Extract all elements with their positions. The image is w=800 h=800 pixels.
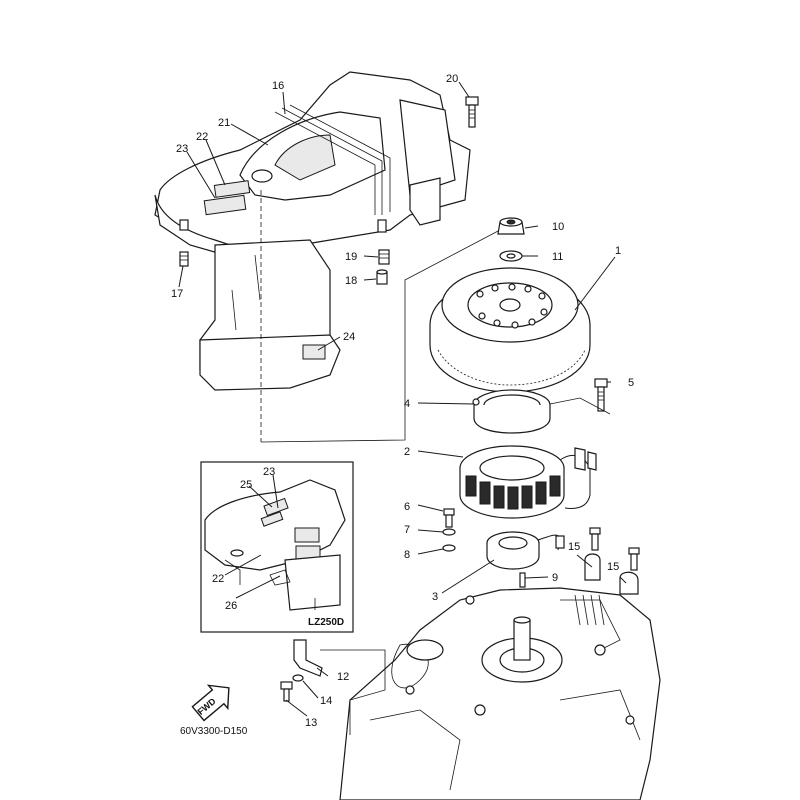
callout-17: 17 — [171, 288, 183, 300]
inset-model-label: LZ250D — [308, 617, 344, 628]
callout-23: 23 — [176, 143, 188, 155]
grommet-17 — [179, 251, 189, 267]
clamp-15a — [584, 527, 601, 581]
callout-13: 13 — [305, 717, 317, 729]
callout-24: 24 — [343, 331, 355, 343]
bolt-20 — [465, 96, 479, 128]
grommet-19 — [378, 249, 390, 265]
nut-10 — [497, 217, 525, 235]
callout-25: 25 — [240, 479, 252, 491]
callout-inset-23: 23 — [263, 466, 275, 478]
clamp-15b — [619, 547, 640, 595]
callout-8: 8 — [404, 549, 410, 561]
callout-1: 1 — [615, 245, 621, 257]
callout-10: 10 — [552, 221, 564, 233]
callout-2: 2 — [404, 446, 410, 458]
callout-14: 14 — [320, 695, 332, 707]
callout-9: 9 — [552, 572, 558, 584]
bolt-13 — [280, 681, 293, 702]
fwd-arrow-icon: FWD — [191, 684, 230, 722]
callout-20: 20 — [446, 73, 458, 85]
bracket-12 — [293, 639, 323, 677]
callout-6: 6 — [404, 501, 410, 513]
pin-9 — [519, 572, 526, 588]
callout-22: 22 — [196, 131, 208, 143]
callout-7: 7 — [404, 524, 410, 536]
flywheel-1 — [429, 267, 591, 393]
engine-block — [339, 587, 661, 800]
callout-26: 26 — [225, 600, 237, 612]
callout-16: 16 — [272, 80, 284, 92]
callout-5: 5 — [628, 377, 634, 389]
callout-inset-22: 22 — [212, 573, 224, 585]
stator-2 — [459, 445, 597, 519]
callout-18: 18 — [345, 275, 357, 287]
washer-7 — [442, 528, 456, 536]
leader-lines — [178, 81, 627, 717]
callout-3: 3 — [432, 591, 438, 603]
callout-19: 19 — [345, 251, 357, 263]
washer-8 — [442, 544, 456, 552]
washer-11 — [499, 250, 523, 262]
bolt-5 — [594, 378, 608, 412]
base-4 — [472, 389, 551, 434]
screw-6 — [443, 508, 455, 528]
callout-4: 4 — [404, 398, 410, 410]
callout-21: 21 — [218, 117, 230, 129]
washer-14 — [292, 674, 304, 682]
diagram-code: 60V3300-D150 — [180, 726, 248, 737]
collar-18 — [376, 269, 388, 285]
flywheel-cover-assembly — [154, 71, 471, 391]
callout-15b: 15 — [607, 561, 619, 573]
callout-15a: 15 — [568, 541, 580, 553]
pulser-coil-3 — [486, 531, 565, 570]
callout-11: 11 — [552, 251, 563, 263]
inset-box — [200, 461, 354, 633]
callout-12: 12 — [337, 671, 349, 683]
callout-labels: 1 2 3 4 5 6 7 8 9 10 11 12 13 14 15 15 1… — [171, 73, 634, 729]
